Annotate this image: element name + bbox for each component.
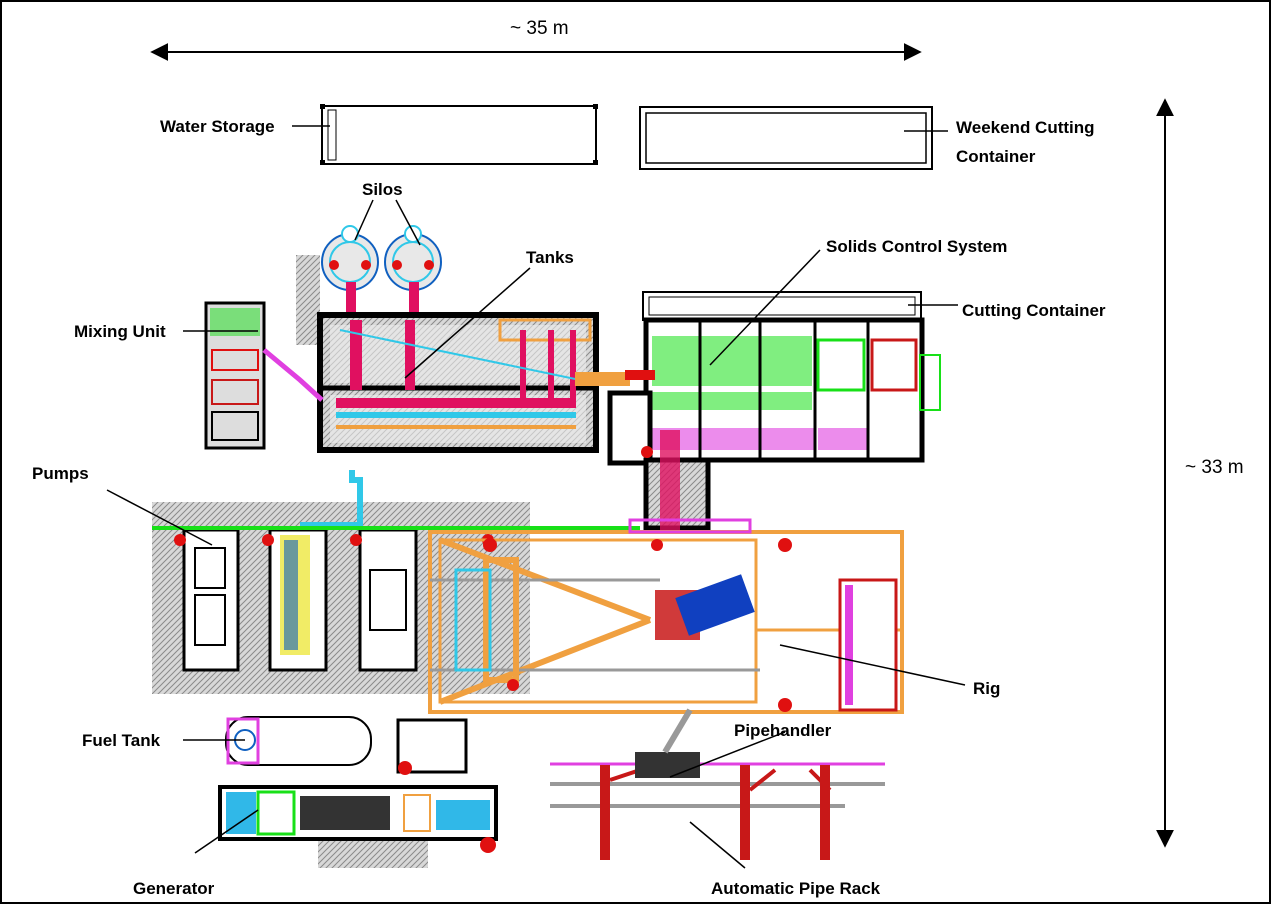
label-tanks: Tanks xyxy=(526,248,574,267)
label-rig: Rig xyxy=(973,679,1000,698)
tanks xyxy=(317,312,630,453)
leader-lines xyxy=(106,125,966,869)
width-dimension-label: ~ 35 m xyxy=(510,18,569,39)
water-storage-container xyxy=(320,104,598,165)
label-weekend-cutting-container-line2: Container xyxy=(956,147,1036,166)
label-generator: Generator xyxy=(133,879,215,898)
height-dimension-label: ~ 33 m xyxy=(1185,457,1244,478)
mixing-unit xyxy=(204,301,324,450)
label-weekend-cutting-container-line1: Weekend Cutting xyxy=(956,118,1095,137)
label-pipehandler: Pipehandler xyxy=(734,721,832,740)
label-cutting-container: Cutting Container xyxy=(962,301,1106,320)
automatic-pipe-rack xyxy=(550,708,885,860)
cutting-container xyxy=(642,291,922,321)
weekend-cutting-container xyxy=(639,106,933,170)
label-silos: Silos xyxy=(362,180,403,199)
generator xyxy=(218,785,498,868)
label-mixing-unit: Mixing Unit xyxy=(74,322,166,341)
silos xyxy=(296,225,442,345)
rig xyxy=(428,518,904,714)
solids-control-system xyxy=(607,317,941,531)
label-fuel-tank: Fuel Tank xyxy=(82,731,161,750)
label-solids-control-system: Solids Control System xyxy=(826,237,1007,256)
label-water-storage: Water Storage xyxy=(160,117,275,136)
label-pumps: Pumps xyxy=(32,464,89,483)
fuel-tank xyxy=(225,716,372,766)
label-automatic-pipe-rack: Automatic Pipe Rack xyxy=(711,879,881,898)
